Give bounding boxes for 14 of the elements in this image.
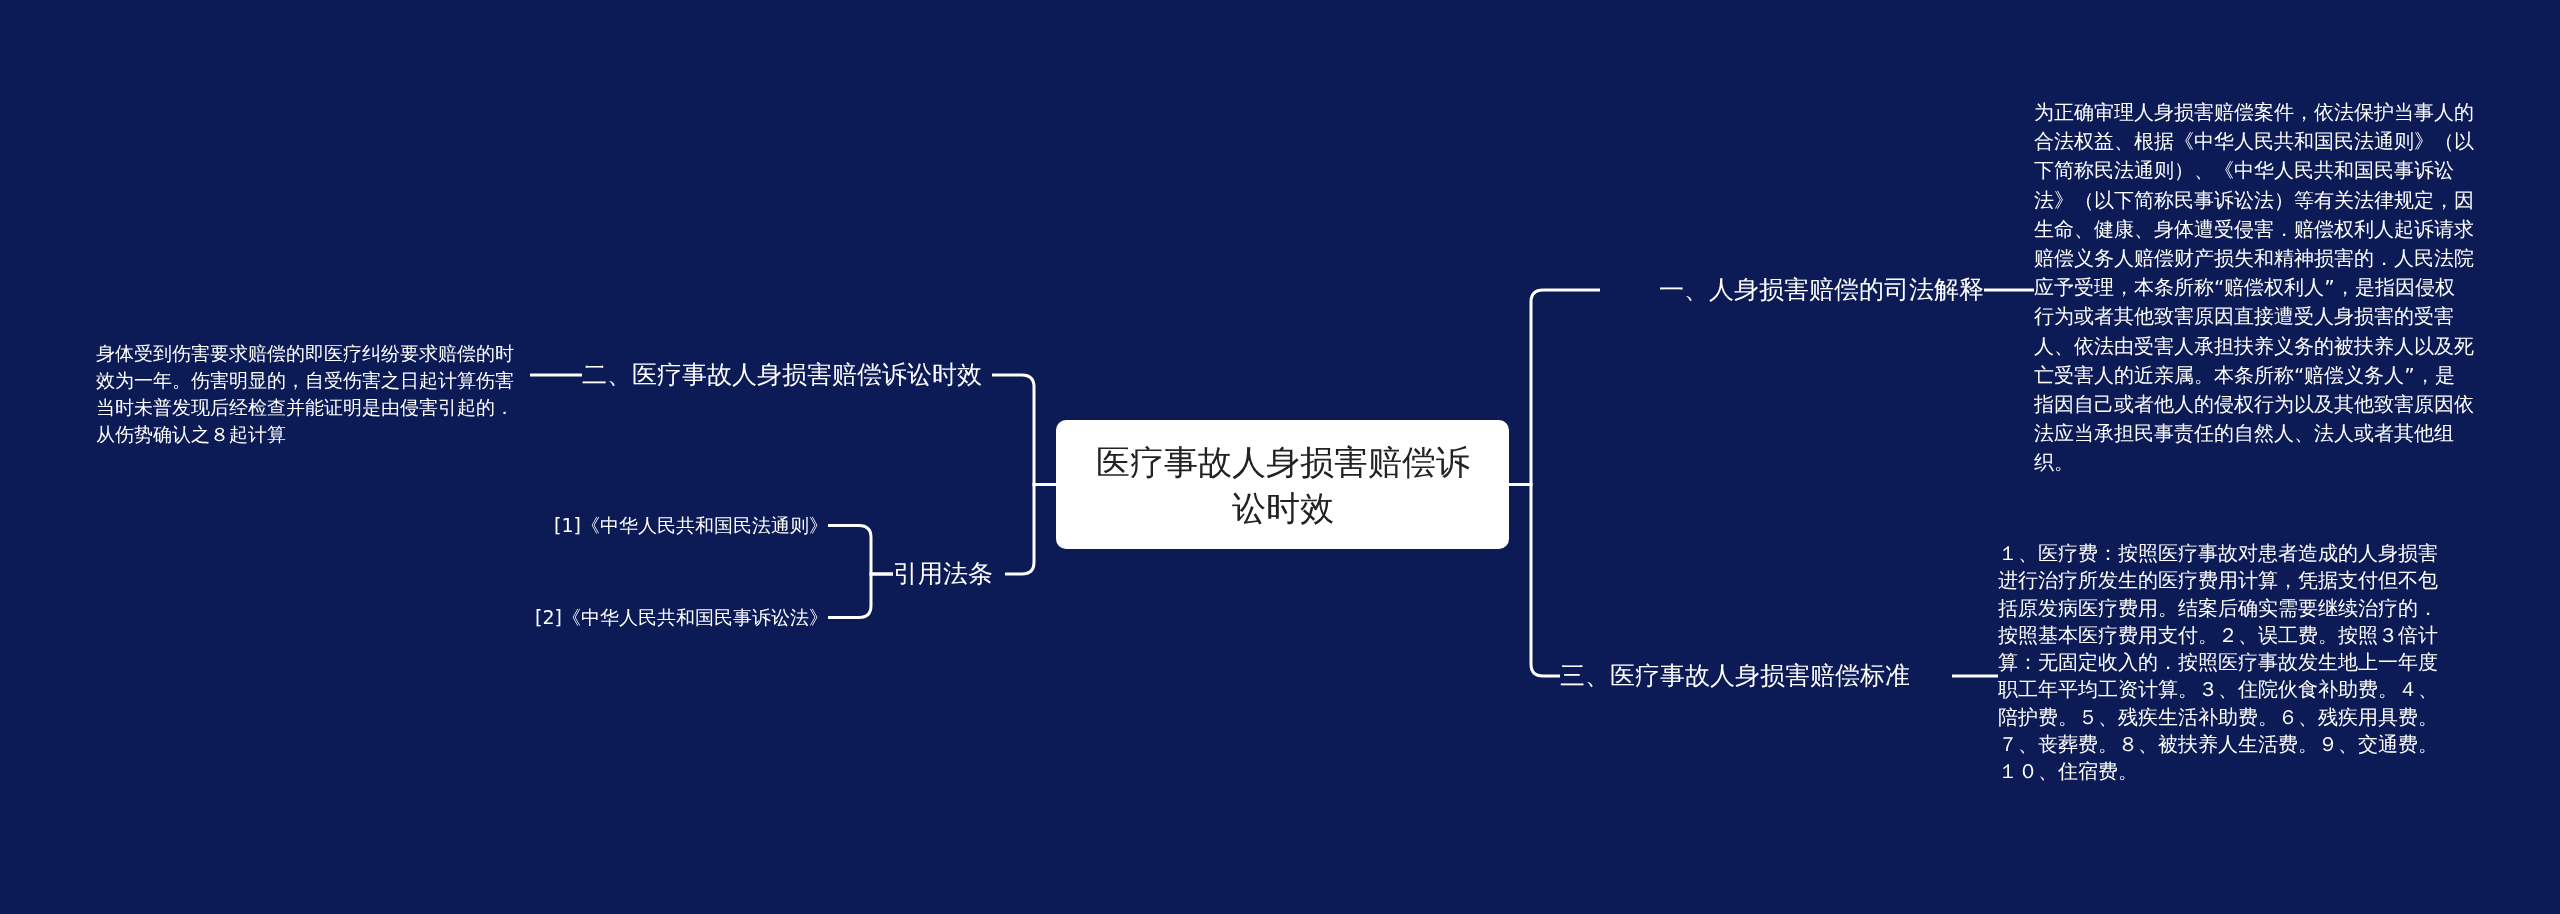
note-text: [1]《中华人民共和国民法通则》 xyxy=(500,512,828,539)
branch-topic: 引用法条 xyxy=(893,556,1005,592)
note-text: １、医疗费：按照医疗事故对患者造成的人身损害进行治疗所发生的医疗费用计算，凭据支付但不包括原发病医疗费用。结案后确实需要继续治疗的．按照基本医疗费用支付。２、误工费。按照３倍计算：无固定收入的．按照医疗事故发生地上一年度职工年平均工资计算。３、住院伙食补助费。４、陪护费。５、残疾生活补助费。６、残疾用具费。７、丧葬费。８、被扶养人生活费。９、交通费。１０、住宿费。 xyxy=(1998,540,2442,786)
connector-line xyxy=(1984,288,2034,292)
note-text: 身体受到伤害要求赔偿的即医疗纠纷要求赔偿的时效为一年。伤害明显的，自受伤害之日起计算伤害当时未普发现后经检查并能证明是由侵害引起的．从伤势确认之８起计算 xyxy=(96,340,530,448)
branch-topic: 一、人身损害赔偿的司法解释 xyxy=(1600,272,1984,308)
branch-topic: 二、医疗事故人身损害赔偿诉讼时效 xyxy=(582,357,992,393)
connector-line xyxy=(1952,674,1998,678)
central-topic-box: 医疗事故人身损害赔偿诉讼时效 xyxy=(1056,420,1509,549)
note-text: [2]《中华人民共和国民事诉讼法》 xyxy=(480,604,828,631)
connector-line xyxy=(828,572,893,619)
connector-line xyxy=(530,373,582,377)
note-text: 为正确审理人身损害赔偿案件，依法保护当事人的合法权益、根据《中华人民共和国民法通则》（以下简称民法通则）、《中华人民共和国民事诉讼法》（以下简称民事诉讼法）等有关法律规定，因生命、健康、身体遭受侵害．赔偿权利人起诉请求赔偿义务人赔偿财产损失和精神损害的．人民法院应予受理，本条所称“赔偿权利人”，是指因侵权行为或者其他致害原因直接遭受人身损害的受害人、依法由受害人承担扶养义务的被扶养人以及死亡受害人的近亲属。本条所称“赔偿义务人”，是指因自己或者他人的侵权行为以及其他致害原因依法应当承担民事责任的自然人、法人或者其他组织。 xyxy=(2034,98,2474,478)
branch-topic: 三、医疗事故人身损害赔偿标准 xyxy=(1560,658,1952,694)
